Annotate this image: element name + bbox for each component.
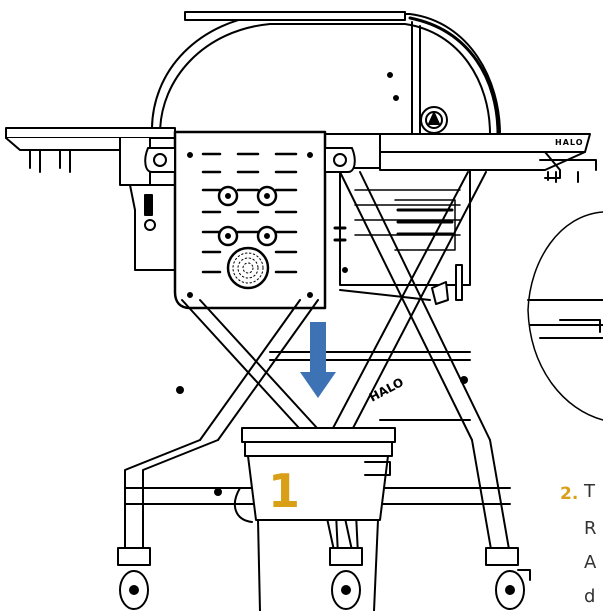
leg-latch <box>431 264 463 305</box>
stand-brand-text: HALO <box>367 375 406 405</box>
step-text-fragment: T <box>584 481 595 502</box>
front-panel <box>173 130 327 310</box>
lid-handle-emblem <box>420 106 448 134</box>
panel-brackets <box>144 147 356 173</box>
shelf-brand-text: HALO <box>555 138 584 147</box>
step-text-fragment: d <box>584 586 596 607</box>
left-side-shelf <box>5 127 176 186</box>
callout-number: 1 <box>268 464 301 518</box>
grill-lid <box>150 11 501 136</box>
pellet-hopper <box>129 184 181 271</box>
control-knobs <box>217 185 278 247</box>
grease-bucket <box>233 427 396 612</box>
x-leg-stand <box>124 171 511 556</box>
right-side-shelf <box>379 133 597 183</box>
step-text-fragment: R <box>584 518 597 539</box>
detail-inset <box>527 211 603 421</box>
step-text-fragment: A <box>584 552 597 573</box>
step-number: 2. <box>560 484 579 504</box>
caster-wheels <box>117 547 531 610</box>
down-arrow <box>300 322 336 398</box>
fan-grille <box>226 246 270 290</box>
